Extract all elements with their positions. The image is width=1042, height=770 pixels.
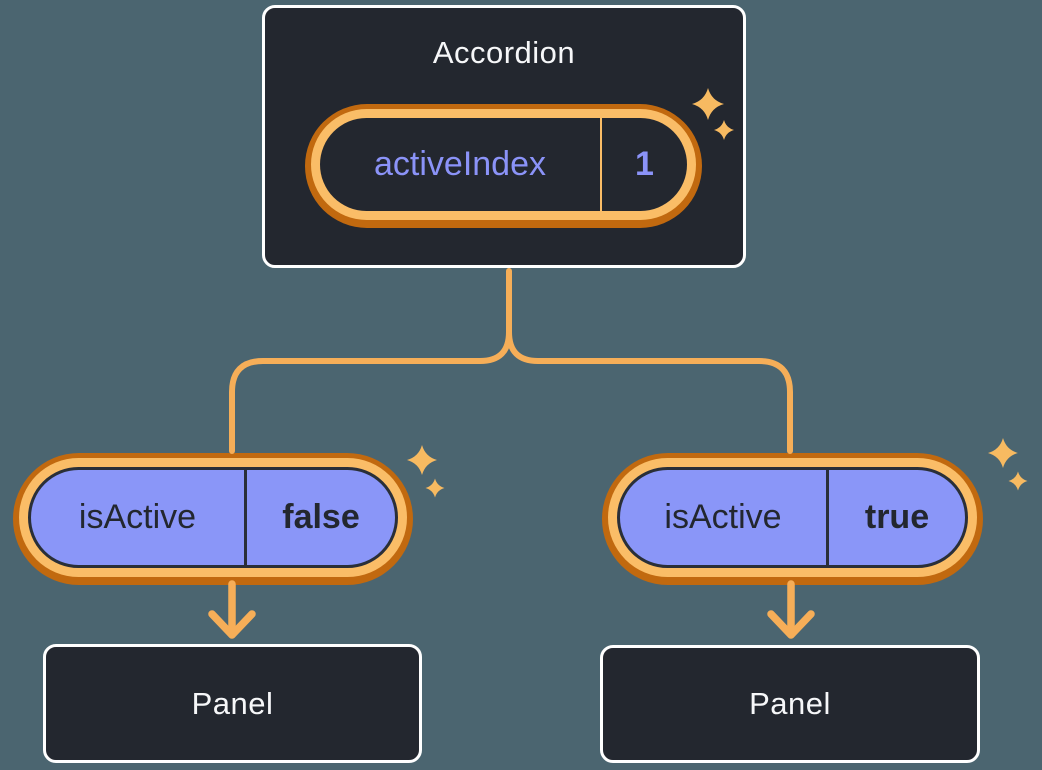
- prop-pill-value: false: [282, 498, 360, 536]
- panel-box-right: Panel: [600, 645, 980, 763]
- prop-pill-ring: isActive true: [608, 458, 977, 577]
- panel-label: Panel: [749, 686, 831, 721]
- state-pill: activeIndex 1: [305, 104, 702, 228]
- sparkle-icon: [407, 445, 445, 498]
- connector-lines: [229, 268, 793, 454]
- state-pill-value: 1: [635, 145, 654, 183]
- pill-divider: [826, 470, 829, 565]
- pill-divider: [600, 118, 602, 211]
- sparkle-icon: [988, 438, 1028, 491]
- panel-label: Panel: [191, 685, 274, 721]
- arrow-down-right: [767, 580, 815, 639]
- state-pill-label: activeIndex: [374, 145, 546, 183]
- prop-pill-ring: isActive false: [19, 458, 407, 577]
- panel-box-left: Panel: [43, 644, 422, 763]
- prop-pill-left: isActive false: [13, 453, 413, 585]
- pill-divider: [244, 470, 247, 565]
- accordion-title: Accordion: [432, 35, 576, 70]
- prop-pill-right: isActive true: [602, 453, 983, 585]
- arrow-down-left: [208, 580, 256, 639]
- prop-pill-value: true: [864, 498, 930, 536]
- accordion-component-box: Accordion activeIndex 1: [262, 5, 746, 268]
- state-pill-ring: activeIndex 1: [311, 109, 696, 220]
- prop-pill-label: isActive: [78, 498, 197, 536]
- prop-pill-label: isActive: [664, 498, 782, 536]
